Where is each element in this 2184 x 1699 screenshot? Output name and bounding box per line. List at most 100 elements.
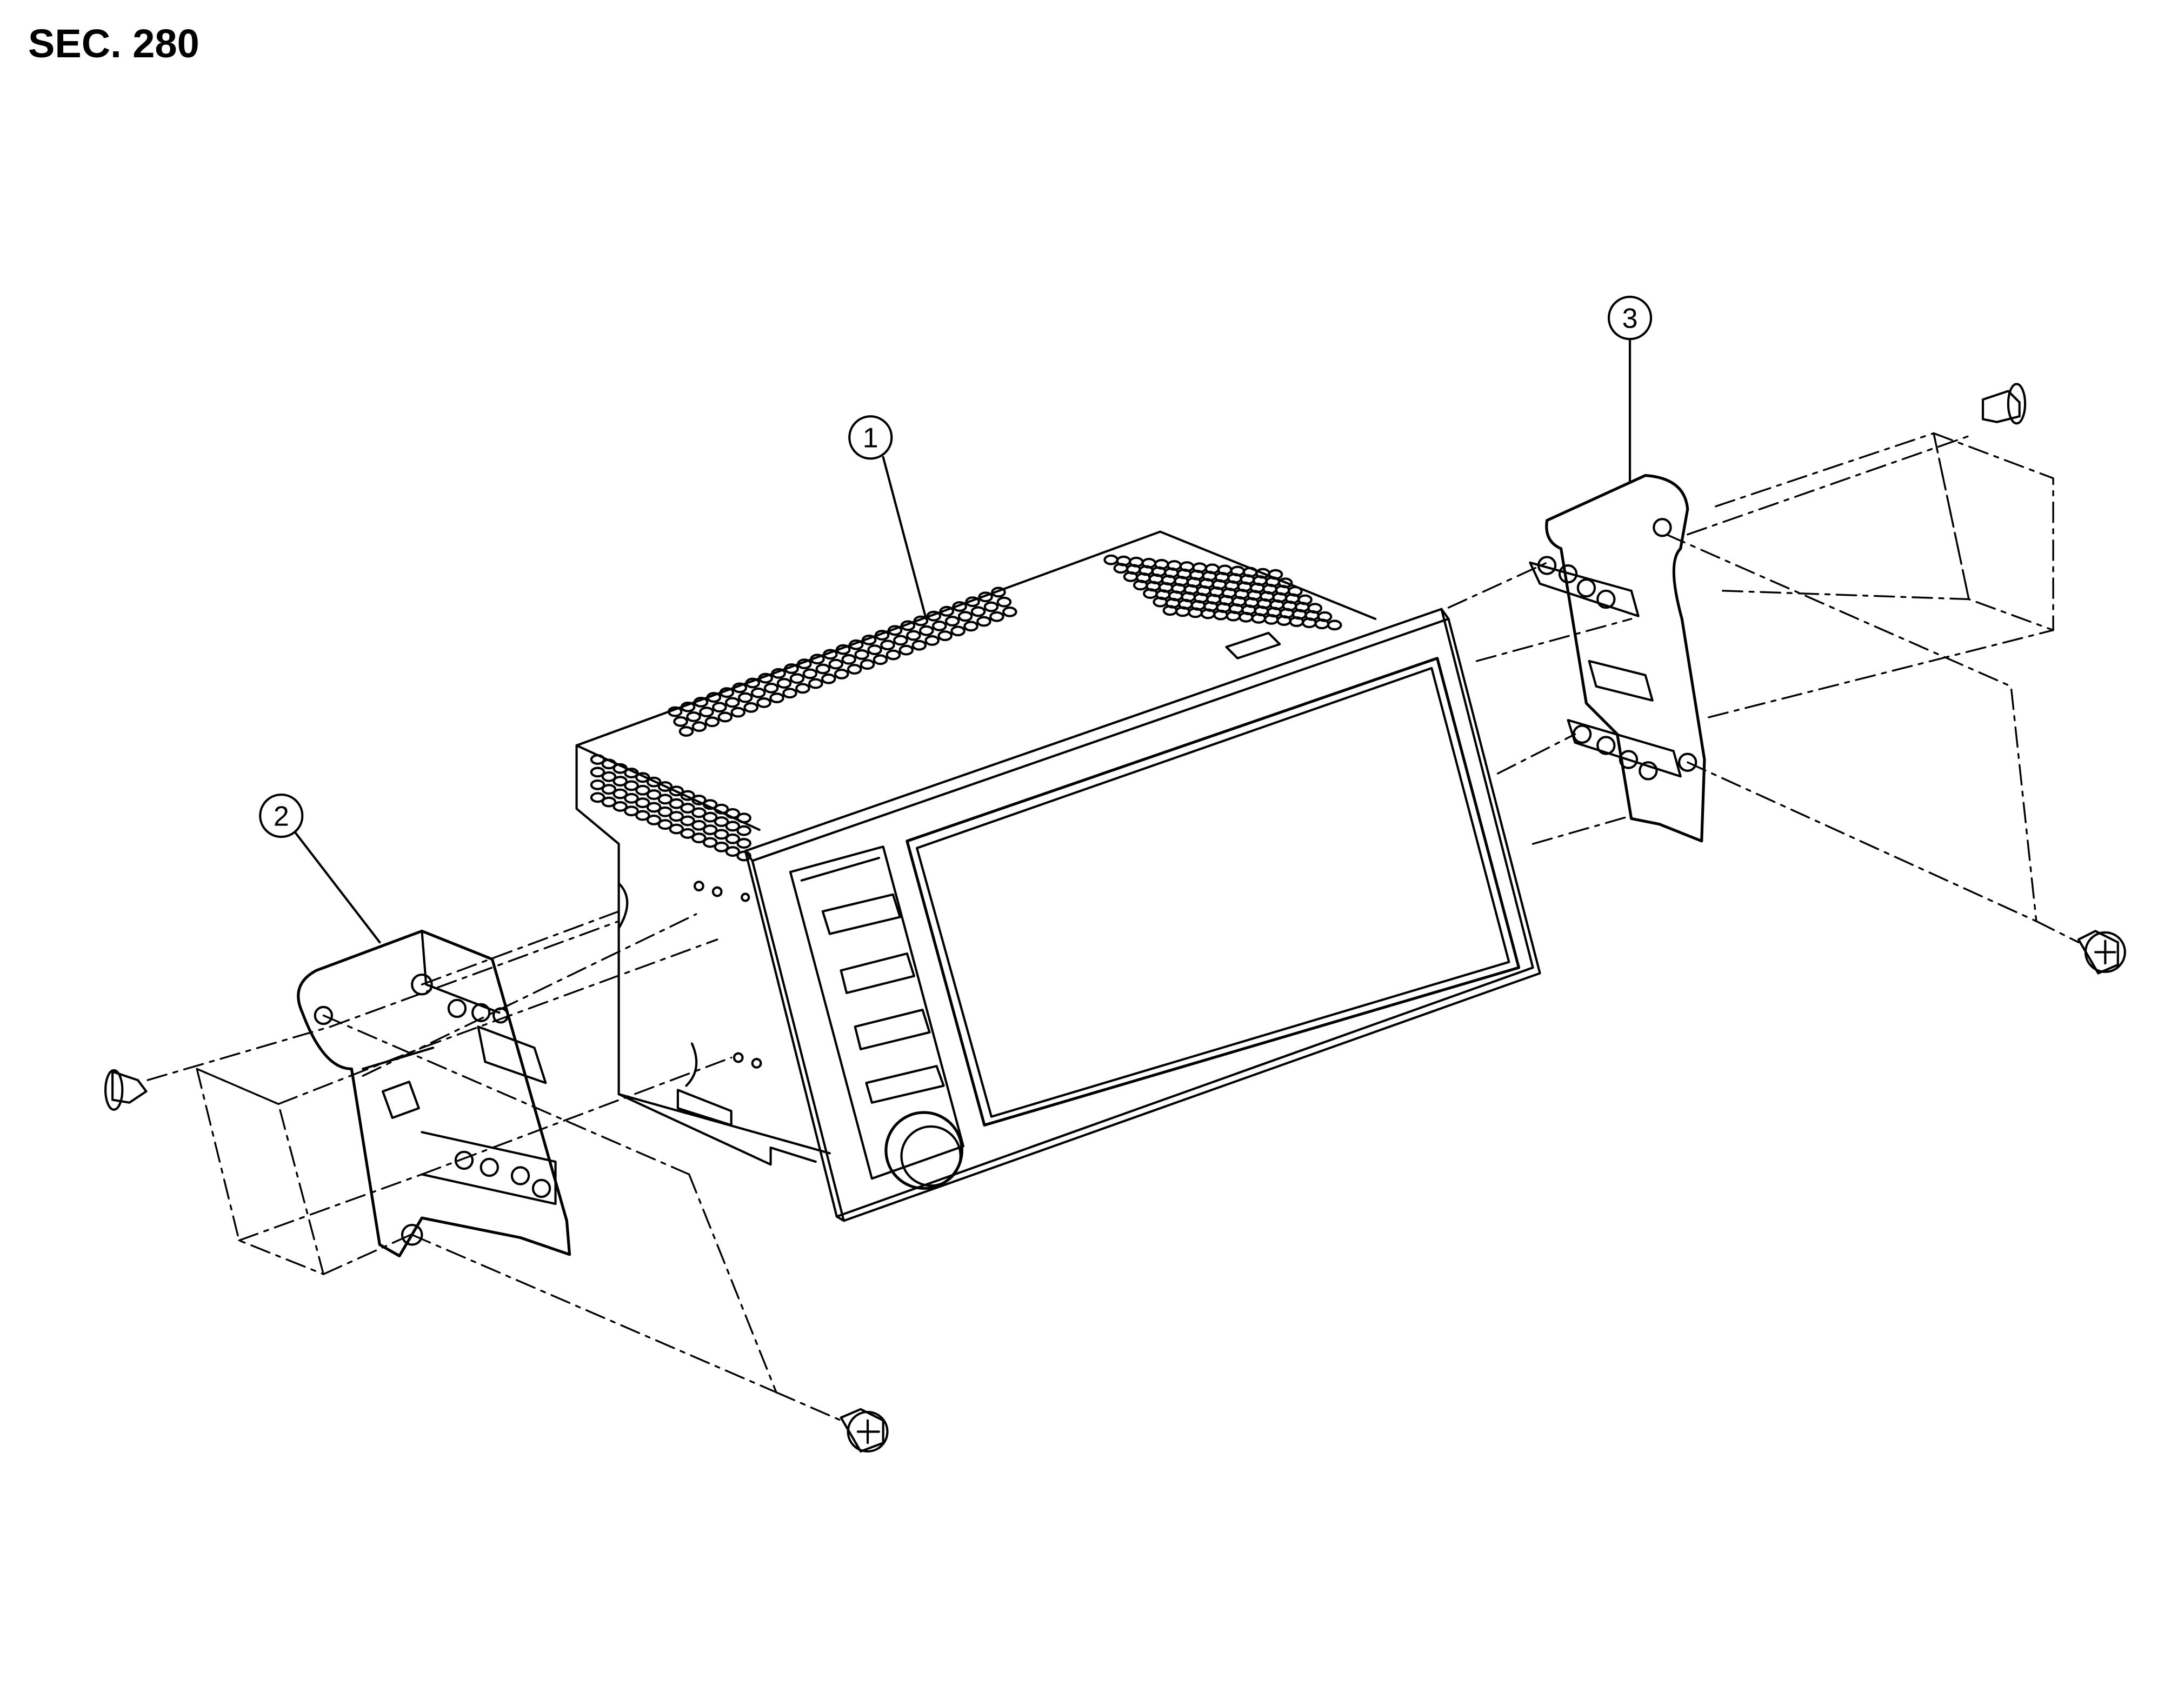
vent-hole [714,803,729,815]
vent-hole [706,692,722,703]
vent-hole [657,819,673,830]
vent-hole [854,649,869,660]
vent-hole [691,807,707,818]
vent-hole [719,687,735,698]
vent-hole [678,726,694,737]
vent-hole [823,649,838,660]
vent-hole [669,823,684,835]
vent-hole [913,615,929,627]
vent-hole [624,805,639,817]
vent-hole [635,797,650,809]
vent-hole [691,795,707,805]
vent-hole [612,788,628,799]
vent-hole [725,821,741,832]
callout-2-label: 2 [274,801,289,832]
vent-hole [601,758,617,770]
vent-hole [725,697,740,708]
vent-hole [635,810,650,821]
callout-1 [848,415,927,617]
vent-hole [657,781,673,792]
vent-hole [669,785,684,797]
vent-hole [725,846,741,857]
assembly-lines [147,432,2080,1422]
vent-hole [931,620,947,631]
vent-hole [624,780,639,791]
vent-hole [730,707,746,718]
vent-hole [944,616,960,627]
vent-hole [680,790,695,801]
bracket-right [1529,474,1706,843]
vent-hole [965,596,980,608]
vent-hole [978,591,993,603]
vent-hole [963,621,978,632]
vent-hole [646,802,662,813]
vent-hole [750,687,766,698]
callout-2 [259,793,381,944]
vent-hole [847,664,862,675]
vent-hole [860,659,875,670]
vent-hole [646,776,662,788]
av-unit-front-bezel [744,608,1541,1222]
vent-hole [745,677,761,689]
vent-hole [736,812,751,824]
vent-hole [590,754,605,765]
vent-hole [983,601,999,612]
vent-hole [952,601,967,612]
vent-hole [828,658,844,670]
vent-hole [702,811,718,823]
vent-hole [861,635,877,645]
vent-hole [802,668,818,679]
vent-hole [686,711,701,722]
callout-3 [1607,296,1653,483]
vent-hole [702,837,718,848]
screw-right-bottom [2077,930,2126,975]
vent-hole [680,815,695,827]
vent-hole [624,792,639,804]
vent-hole [646,814,662,825]
vent-holes-top [667,554,1342,737]
vent-hole [771,668,786,679]
vent-hole [970,606,986,617]
vent-hole [841,654,857,665]
vent-hole [1327,619,1342,631]
vent-hole [691,819,707,831]
vent-hole [601,784,617,795]
vent-hole [926,610,942,622]
vent-hole [795,683,810,694]
vent-hole [717,711,733,723]
vent-hole [989,611,1004,622]
vent-hole [714,829,729,840]
vent-hole [991,587,1006,598]
vent-hole [669,811,684,822]
vent-hole [691,721,707,732]
vent-hole [590,779,605,790]
vent-hole [680,828,695,839]
section-label: SEC. 280 [28,21,199,66]
vent-hole [725,833,741,844]
vent-hole [898,644,914,656]
vent-hole [646,789,662,800]
vent-hole [789,673,805,684]
vent-hole [1002,606,1017,617]
vent-hole [939,605,955,617]
vent-hole [612,763,628,774]
vent-hole [836,644,851,655]
vent-hole [624,768,639,778]
vent-hole [736,838,751,849]
vent-hole [601,796,617,808]
vent-hole [612,801,628,812]
vent-hole [732,682,748,694]
vent-hole [950,625,966,637]
vent-hole [893,635,908,646]
vent-hole [635,772,650,783]
vent-hole [906,630,921,641]
vent-hole [756,697,771,708]
vent-hole [821,673,836,684]
vent-hole [873,654,888,665]
vent-hole [976,616,991,627]
vent-hole [714,816,729,827]
vent-hole [808,678,823,689]
vent-hole [680,803,695,814]
vent-hole [725,808,741,819]
